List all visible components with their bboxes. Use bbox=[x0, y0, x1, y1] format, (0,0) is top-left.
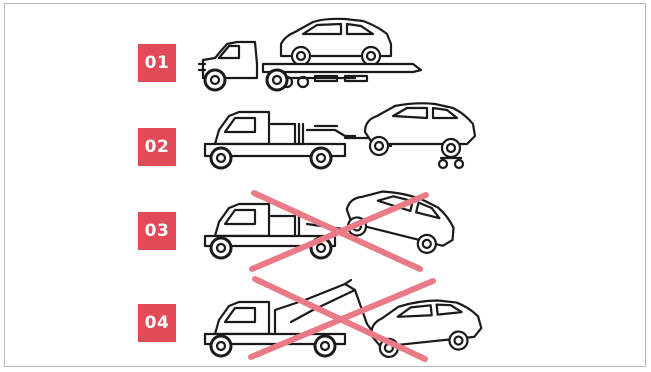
step-badge-04: 04 bbox=[138, 304, 176, 342]
step-number: 02 bbox=[145, 137, 170, 157]
step-badge-02: 02 bbox=[138, 128, 176, 166]
step-badge-03: 03 bbox=[138, 212, 176, 250]
prohibited-cross-mark bbox=[241, 271, 447, 369]
step-number: 03 bbox=[145, 221, 170, 241]
wheel-lift-tow-illustration bbox=[195, 102, 485, 182]
flatbed-tow-illustration bbox=[195, 14, 425, 96]
step-number: 04 bbox=[145, 313, 170, 333]
towing-diagram-frame: 01 02 bbox=[4, 3, 646, 367]
step-badge-01: 01 bbox=[138, 44, 176, 82]
step-number: 01 bbox=[145, 53, 170, 73]
prohibited-cross-mark bbox=[240, 185, 440, 281]
